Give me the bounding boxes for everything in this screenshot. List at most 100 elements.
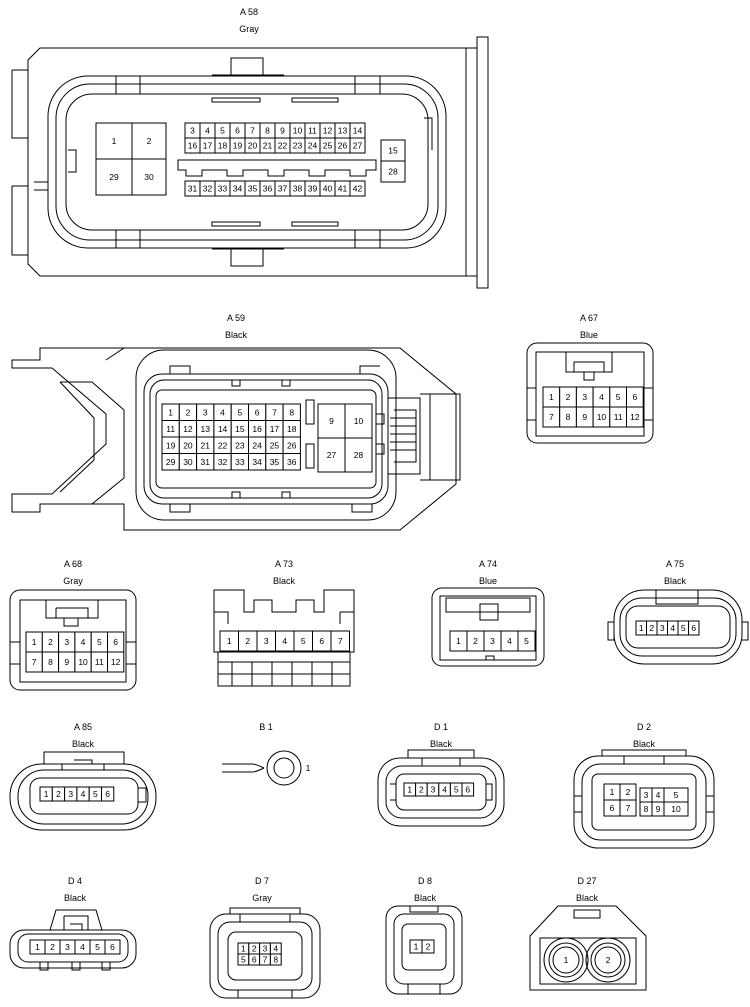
a74-pin-label: 2: [473, 636, 478, 646]
connector-a68-id: A 68: [64, 559, 82, 569]
d2-pin-label: 1: [610, 787, 615, 797]
a58-pin-label: 14: [353, 126, 363, 136]
connector-d1-color: Black: [430, 739, 453, 749]
a59-pin-label: 19: [166, 440, 176, 450]
a67-pin-label: 2: [566, 392, 571, 402]
a58-pin-label: 22: [278, 141, 288, 151]
a59-pin-cavity: [317, 437, 346, 473]
d2-pin-label: 5: [674, 790, 679, 800]
connector-d4-id: D 4: [68, 876, 82, 886]
a58-pin-label: 24: [308, 141, 318, 151]
d7-pin-label: 2: [252, 944, 257, 954]
a58-pin-cavity: [95, 122, 133, 160]
a59-pin-label: 1: [168, 407, 173, 417]
a58-pin-label: 27: [353, 141, 363, 151]
a59-pin-label: 7: [272, 407, 277, 417]
a59-pin-label: 31: [201, 457, 211, 467]
a58-pin-label: 36: [263, 184, 273, 194]
a58-pin-label: 7: [250, 126, 255, 136]
a58-pin-label: 37: [278, 184, 288, 194]
a74-pin-label: 5: [524, 636, 529, 646]
a58-pin-label: 16: [188, 141, 198, 151]
a59-pin-cavity: [317, 403, 346, 439]
a58-pin-cavity: [131, 158, 167, 196]
connector-d2-color: Black: [633, 739, 656, 749]
a59-pin-label: 25: [270, 440, 280, 450]
connector-a67-id: A 67: [580, 313, 598, 323]
connector-d27-id: D 27: [577, 876, 596, 886]
d1-pin-label: 3: [431, 785, 436, 795]
a68-pin-label: 7: [32, 657, 37, 667]
a59-pin-label: 22: [218, 440, 228, 450]
a58-pin-label: 39: [308, 184, 318, 194]
a75-pin-label: 2: [649, 623, 654, 633]
a68-pin-label: 2: [48, 637, 53, 647]
a59-pin-cavity: [282, 453, 301, 471]
connector-d7-color: Gray: [252, 893, 272, 903]
a59-pin-label: 13: [201, 424, 211, 434]
a67-pin-label: 6: [632, 392, 637, 402]
a58-pin-label: 18: [218, 141, 228, 151]
d4-pin-label: 5: [95, 942, 100, 952]
connector-d1-id: D 1: [434, 722, 448, 732]
a74-pin-label: 1: [456, 636, 461, 646]
a59-pin-label: 28: [354, 450, 364, 460]
a85-pin-label: 3: [68, 789, 73, 799]
d4-pin-label: 1: [35, 942, 40, 952]
d4-pin-label: 6: [110, 942, 115, 952]
d7-pin-label: 7: [263, 955, 268, 965]
d1-pin-label: 6: [465, 785, 470, 795]
d27-pin-label: 2: [606, 955, 611, 965]
a68-pin-label: 1: [32, 637, 37, 647]
a68-pin-label: 12: [111, 657, 121, 667]
d1-pin-label: 1: [407, 785, 412, 795]
a74-pin-cavity: [517, 630, 536, 652]
a73-pin-label: 3: [264, 636, 269, 646]
a58-pin-label: 4: [205, 126, 210, 136]
connector-d7-id: D 7: [255, 876, 269, 886]
a59-pin-label: 12: [183, 424, 193, 434]
a58-pin-label: 2: [147, 136, 152, 146]
a59-pin-label: 3: [203, 407, 208, 417]
d7-pin-label: 4: [273, 944, 278, 954]
d2-pin-label: 8: [644, 804, 649, 814]
connector-a85-id: A 85: [74, 722, 92, 732]
a59-pin-label: 21: [201, 440, 211, 450]
a74-pin-label: 4: [507, 636, 512, 646]
a58-pin-label: 25: [323, 141, 333, 151]
a59-pin-label: 20: [183, 440, 193, 450]
d1-pin-cavity: [461, 782, 475, 797]
a58-pin-label: 8: [265, 126, 270, 136]
a59-pin-label: 33: [235, 457, 245, 467]
a59-pin-label: 18: [287, 424, 297, 434]
connector-a73-id: A 73: [275, 559, 293, 569]
a75-pin-label: 4: [670, 623, 675, 633]
a59-pin-label: 35: [270, 457, 280, 467]
d7-pin-cavity: [269, 953, 282, 966]
a58-pin-label: 31: [188, 184, 198, 194]
a58-pin-cavity: [95, 158, 133, 196]
a68-pin-label: 5: [97, 637, 102, 647]
a67-pin-label: 8: [566, 412, 571, 422]
connector-a75-id: A 75: [666, 559, 684, 569]
a58-pin-label: 13: [338, 126, 348, 136]
connector-a73-color: Black: [273, 576, 296, 586]
a58-pin-label: 26: [338, 141, 348, 151]
d2-pin-label: 2: [626, 787, 631, 797]
